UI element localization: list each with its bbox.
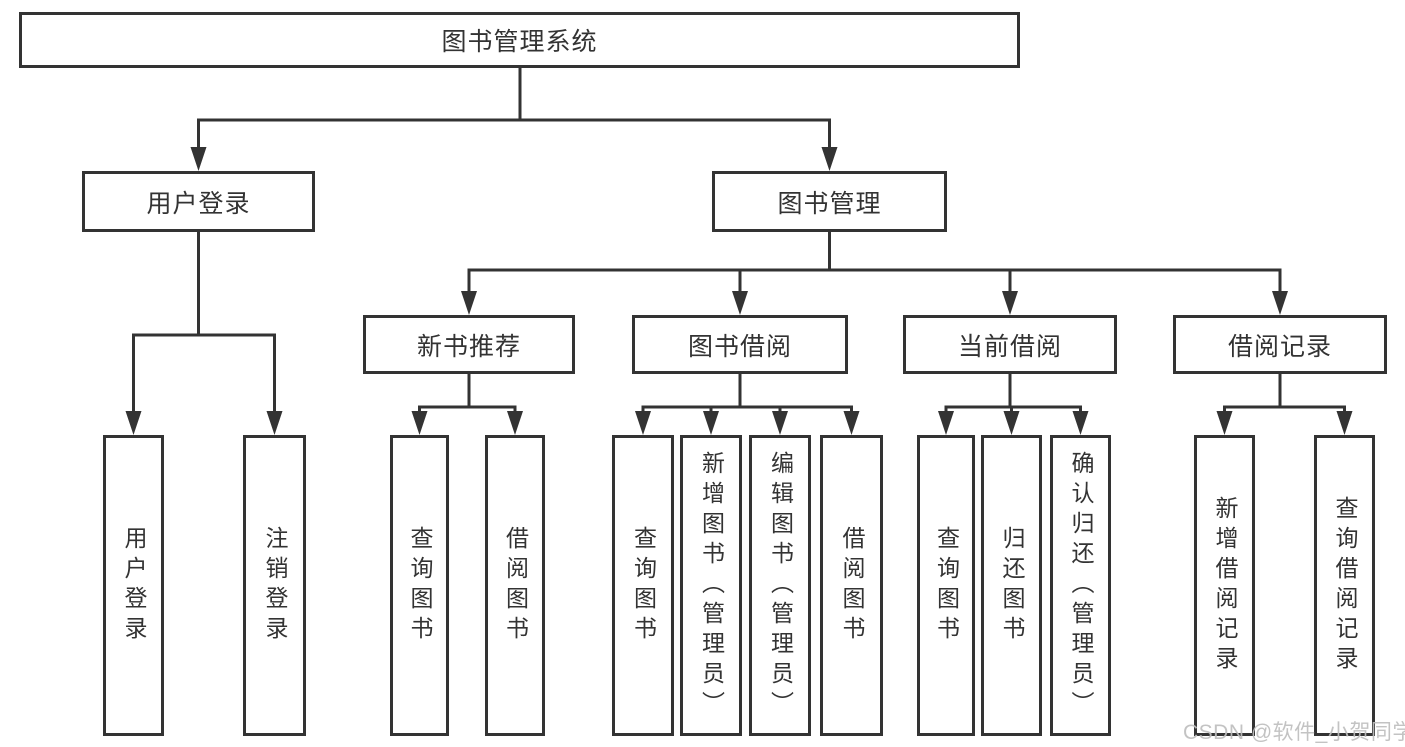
node-root: 图书管理系统 xyxy=(19,12,1020,68)
node-book-management-branch: 图书管理 xyxy=(712,171,947,232)
node-leaf-add-borrow-record-label: 新增借阅记录 xyxy=(1212,495,1238,676)
node-current-borrowing: 当前借阅 xyxy=(903,315,1117,374)
node-leaf-add-books-admin-label: 新增图书（管理员） xyxy=(698,450,725,721)
node-leaf-query-books-current: 查询图书 xyxy=(917,435,975,736)
node-leaf-query-books-current-label: 查询图书 xyxy=(933,525,960,646)
node-leaf-return-books-label: 归还图书 xyxy=(999,525,1025,646)
node-leaf-borrow-books-borrowing-label: 借阅图书 xyxy=(839,525,865,646)
node-leaf-query-books-recommend-label: 查询图书 xyxy=(407,525,433,646)
node-leaf-add-borrow-record: 新增借阅记录 xyxy=(1194,435,1255,736)
node-leaf-logout-login: 注销登录 xyxy=(243,435,306,736)
node-leaf-borrow-books-recommend: 借阅图书 xyxy=(485,435,545,736)
node-leaf-edit-books-admin-label: 编辑图书（管理员） xyxy=(767,450,794,721)
node-leaf-logout-login-label: 注销登录 xyxy=(262,525,288,646)
node-leaf-user-login: 用户登录 xyxy=(103,435,164,736)
node-root-label: 图书管理系统 xyxy=(441,28,598,56)
node-borrowing-records-label: 借阅记录 xyxy=(1227,332,1332,361)
node-book-management-branch-label: 图书管理 xyxy=(777,189,882,218)
node-leaf-confirm-return-admin-label: 确认归还（管理员） xyxy=(1068,450,1094,721)
watermark: CSDN @软件_小贺同学 xyxy=(1183,721,1405,744)
node-new-book-recommend: 新书推荐 xyxy=(363,315,575,374)
node-leaf-user-login-label: 用户登录 xyxy=(121,525,147,646)
node-leaf-confirm-return-admin: 确认归还（管理员） xyxy=(1050,435,1111,736)
node-user-login-branch: 用户登录 xyxy=(82,171,315,232)
node-leaf-return-books: 归还图书 xyxy=(981,435,1042,736)
node-leaf-borrow-books-recommend-label: 借阅图书 xyxy=(502,525,529,646)
node-new-book-recommend-label: 新书推荐 xyxy=(416,332,521,361)
node-leaf-query-borrow-record: 查询借阅记录 xyxy=(1314,435,1375,736)
node-current-borrowing-label: 当前借阅 xyxy=(957,332,1062,361)
node-leaf-query-books-recommend: 查询图书 xyxy=(390,435,449,736)
node-user-login-branch-label: 用户登录 xyxy=(146,189,251,218)
node-leaf-borrow-books-borrowing: 借阅图书 xyxy=(820,435,883,736)
node-book-borrowing-label: 图书借阅 xyxy=(687,332,792,361)
arrowheads xyxy=(125,147,1353,435)
node-leaf-edit-books-admin: 编辑图书（管理员） xyxy=(749,435,811,736)
node-borrowing-records: 借阅记录 xyxy=(1173,315,1387,374)
node-leaf-query-borrow-record-label: 查询借阅记录 xyxy=(1332,495,1358,676)
node-leaf-query-books-borrowing-label: 查询图书 xyxy=(630,525,657,646)
node-leaf-add-books-admin: 新增图书（管理员） xyxy=(680,435,742,736)
node-leaf-query-books-borrowing: 查询图书 xyxy=(612,435,674,736)
node-book-borrowing: 图书借阅 xyxy=(632,315,848,374)
